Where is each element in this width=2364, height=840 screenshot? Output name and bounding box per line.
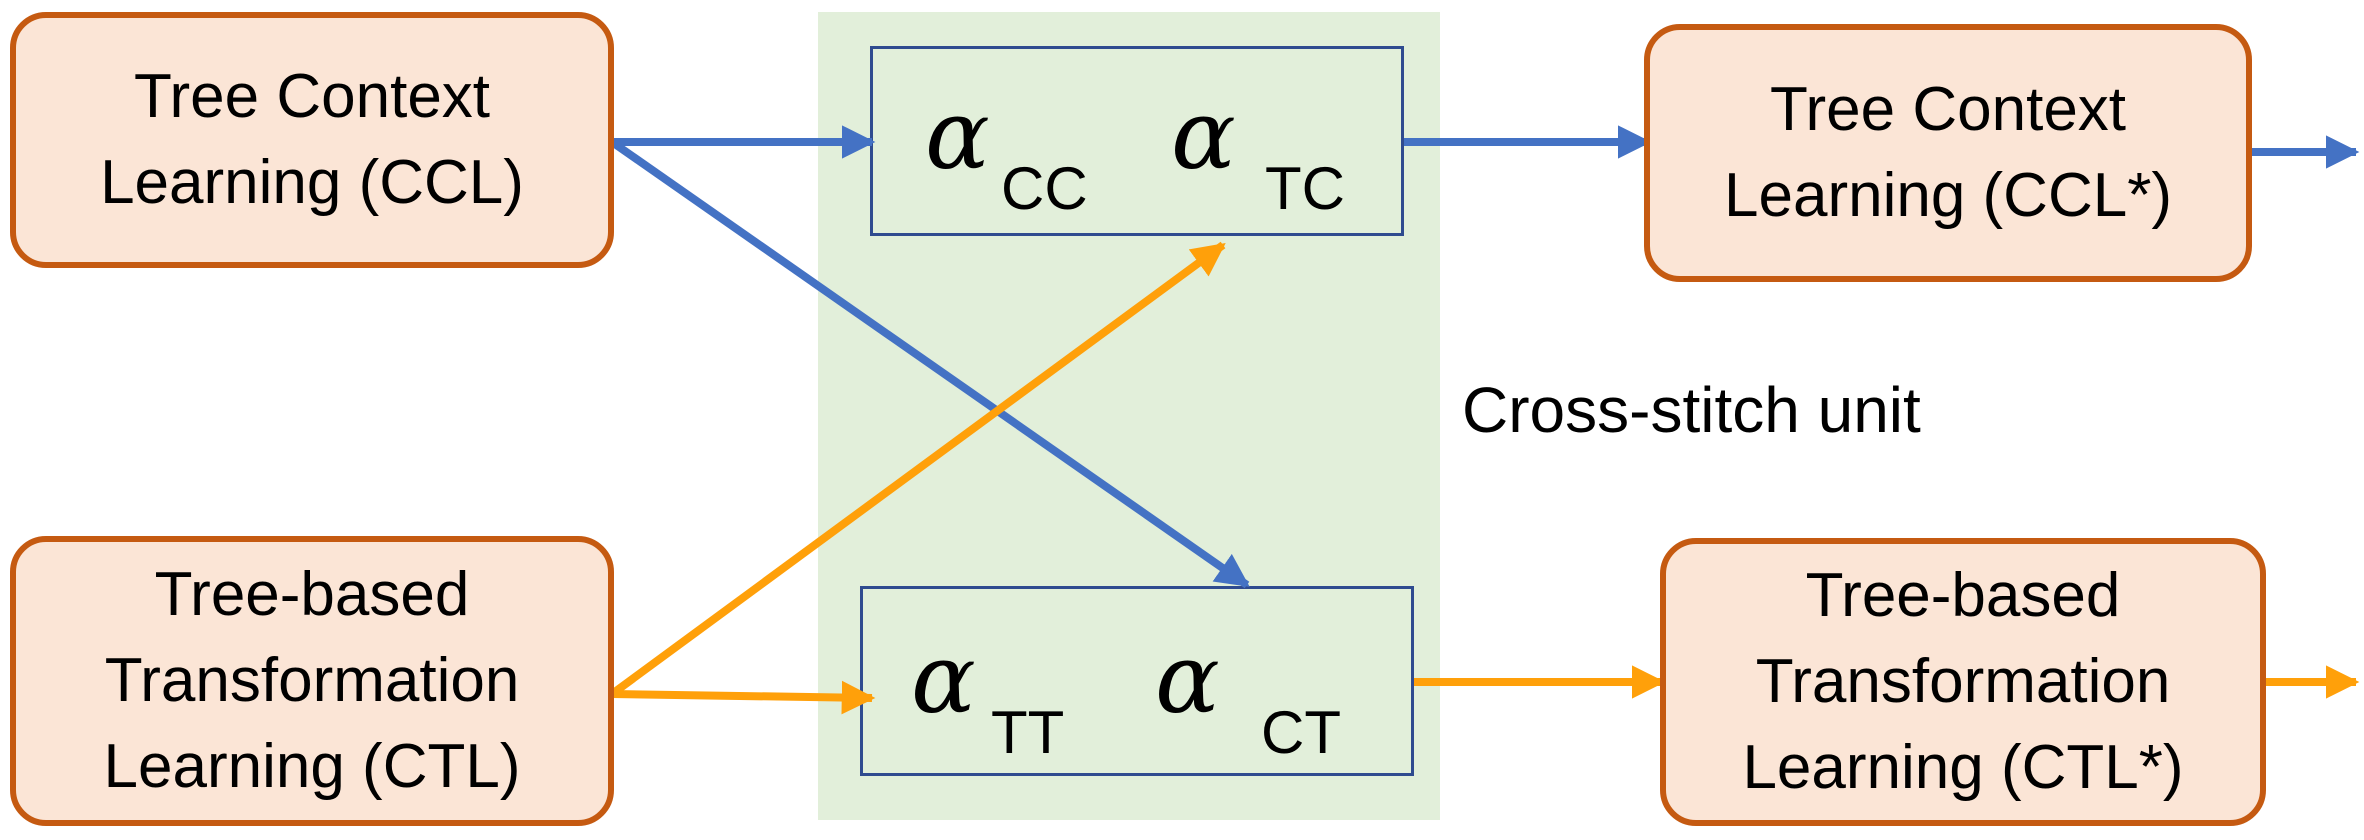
alpha-box-top: α CC α TC — [870, 46, 1404, 236]
alpha-box-bottom: α TT α CT — [860, 586, 1414, 776]
ccl-star-box-line2: Learning (CCL*) — [1724, 161, 2172, 230]
arrow-ctl-to-bottom-unit — [611, 680, 876, 715]
ccl-box: Tree Context Learning (CCL) — [10, 12, 614, 268]
ccl-star-box-line1: Tree Context — [1769, 75, 2127, 144]
ctl-box-line3: Learning (CTL) — [103, 732, 521, 801]
arrow-ccl-to-bottom-unit — [609, 138, 1250, 589]
ccl-star-box: Tree Context Learning (CCL*) — [1644, 24, 2252, 282]
ctl-box: Tree-based Transformation Learning (CTL) — [10, 536, 614, 826]
alpha-ct-symbol: α — [1155, 623, 1220, 735]
ctl-star-box-line2: Transformation — [1755, 647, 2171, 716]
alpha-tt-symbol: α — [911, 623, 976, 735]
alpha-tc-subscript: TC — [1265, 155, 1345, 222]
alpha-tt-subscript: TT — [991, 699, 1065, 766]
alpha-cc-symbol: α — [925, 79, 990, 191]
alpha-ct-subscript: CT — [1261, 699, 1341, 766]
ccl-box-line1: Tree Context — [133, 62, 491, 131]
alpha-cc-subscript: CC — [1001, 155, 1088, 222]
ctl-star-box: Tree-based Transformation Learning (CTL*… — [1660, 538, 2266, 826]
ctl-box-line2: Transformation — [104, 646, 520, 715]
ccl-box-line2: Learning (CCL) — [100, 148, 524, 217]
ctl-star-box-line3: Learning (CTL*) — [1742, 733, 2184, 802]
ctl-star-box-line1: Tree-based — [1805, 561, 2121, 630]
alpha-tc-symbol: α — [1171, 79, 1236, 191]
cross-stitch-label: Cross-stitch unit — [1462, 374, 1921, 446]
ctl-box-line1: Tree-based — [154, 560, 470, 629]
arrow-ctl-to-top-unit — [609, 241, 1226, 698]
